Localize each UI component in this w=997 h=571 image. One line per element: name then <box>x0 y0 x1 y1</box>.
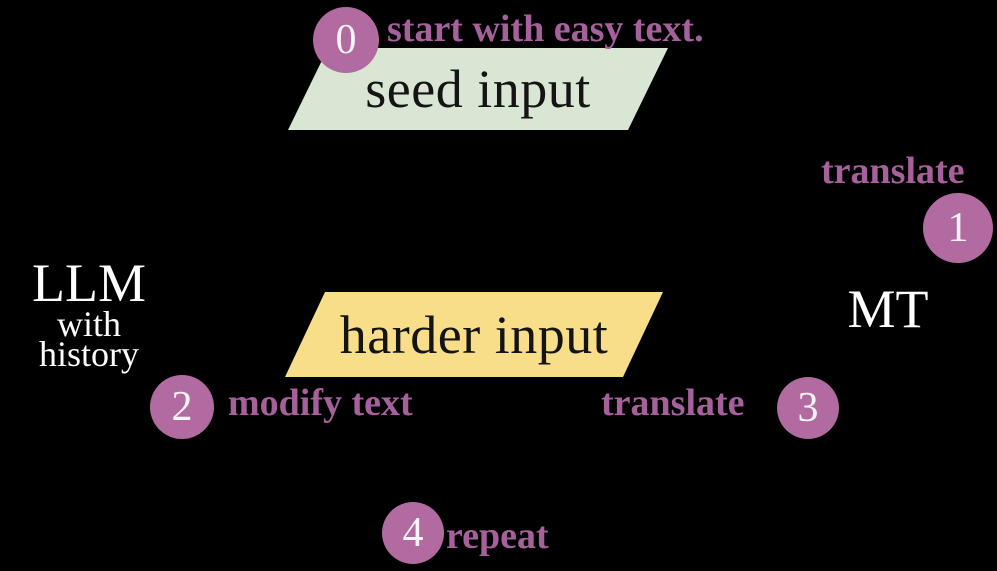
step-2-label: modify text <box>228 382 413 424</box>
step-2-number: 2 <box>171 384 193 430</box>
step-0-number: 0 <box>335 17 357 63</box>
llm-subtitle-line2: history <box>38 333 139 374</box>
step-2-circle: 2 <box>150 375 214 439</box>
step-3-label: translate <box>601 382 745 424</box>
seed-input-label: seed input <box>365 59 591 119</box>
step-4-number: 4 <box>402 510 424 556</box>
step-3-number: 3 <box>797 385 819 431</box>
step-0-circle: 0 <box>313 7 379 73</box>
step-4-label: repeat <box>446 515 549 557</box>
llm-subtitle-line1: with <box>56 304 121 344</box>
harder-input-node: harder input <box>285 292 663 377</box>
llm-title: LLM <box>32 253 146 313</box>
step-1-number: 1 <box>947 205 969 251</box>
step-0-label: start with easy text. <box>387 8 704 50</box>
actor-mt: MT <box>847 279 929 339</box>
seed-input-node: seed input <box>288 48 668 130</box>
step-3-circle: 3 <box>777 377 839 439</box>
step-4-circle: 4 <box>382 502 444 564</box>
step-1-circle: 1 <box>923 193 993 263</box>
actor-llm: LLM with history <box>9 253 169 374</box>
step-1-label: translate <box>821 150 965 192</box>
harder-input-label: harder input <box>339 304 609 365</box>
